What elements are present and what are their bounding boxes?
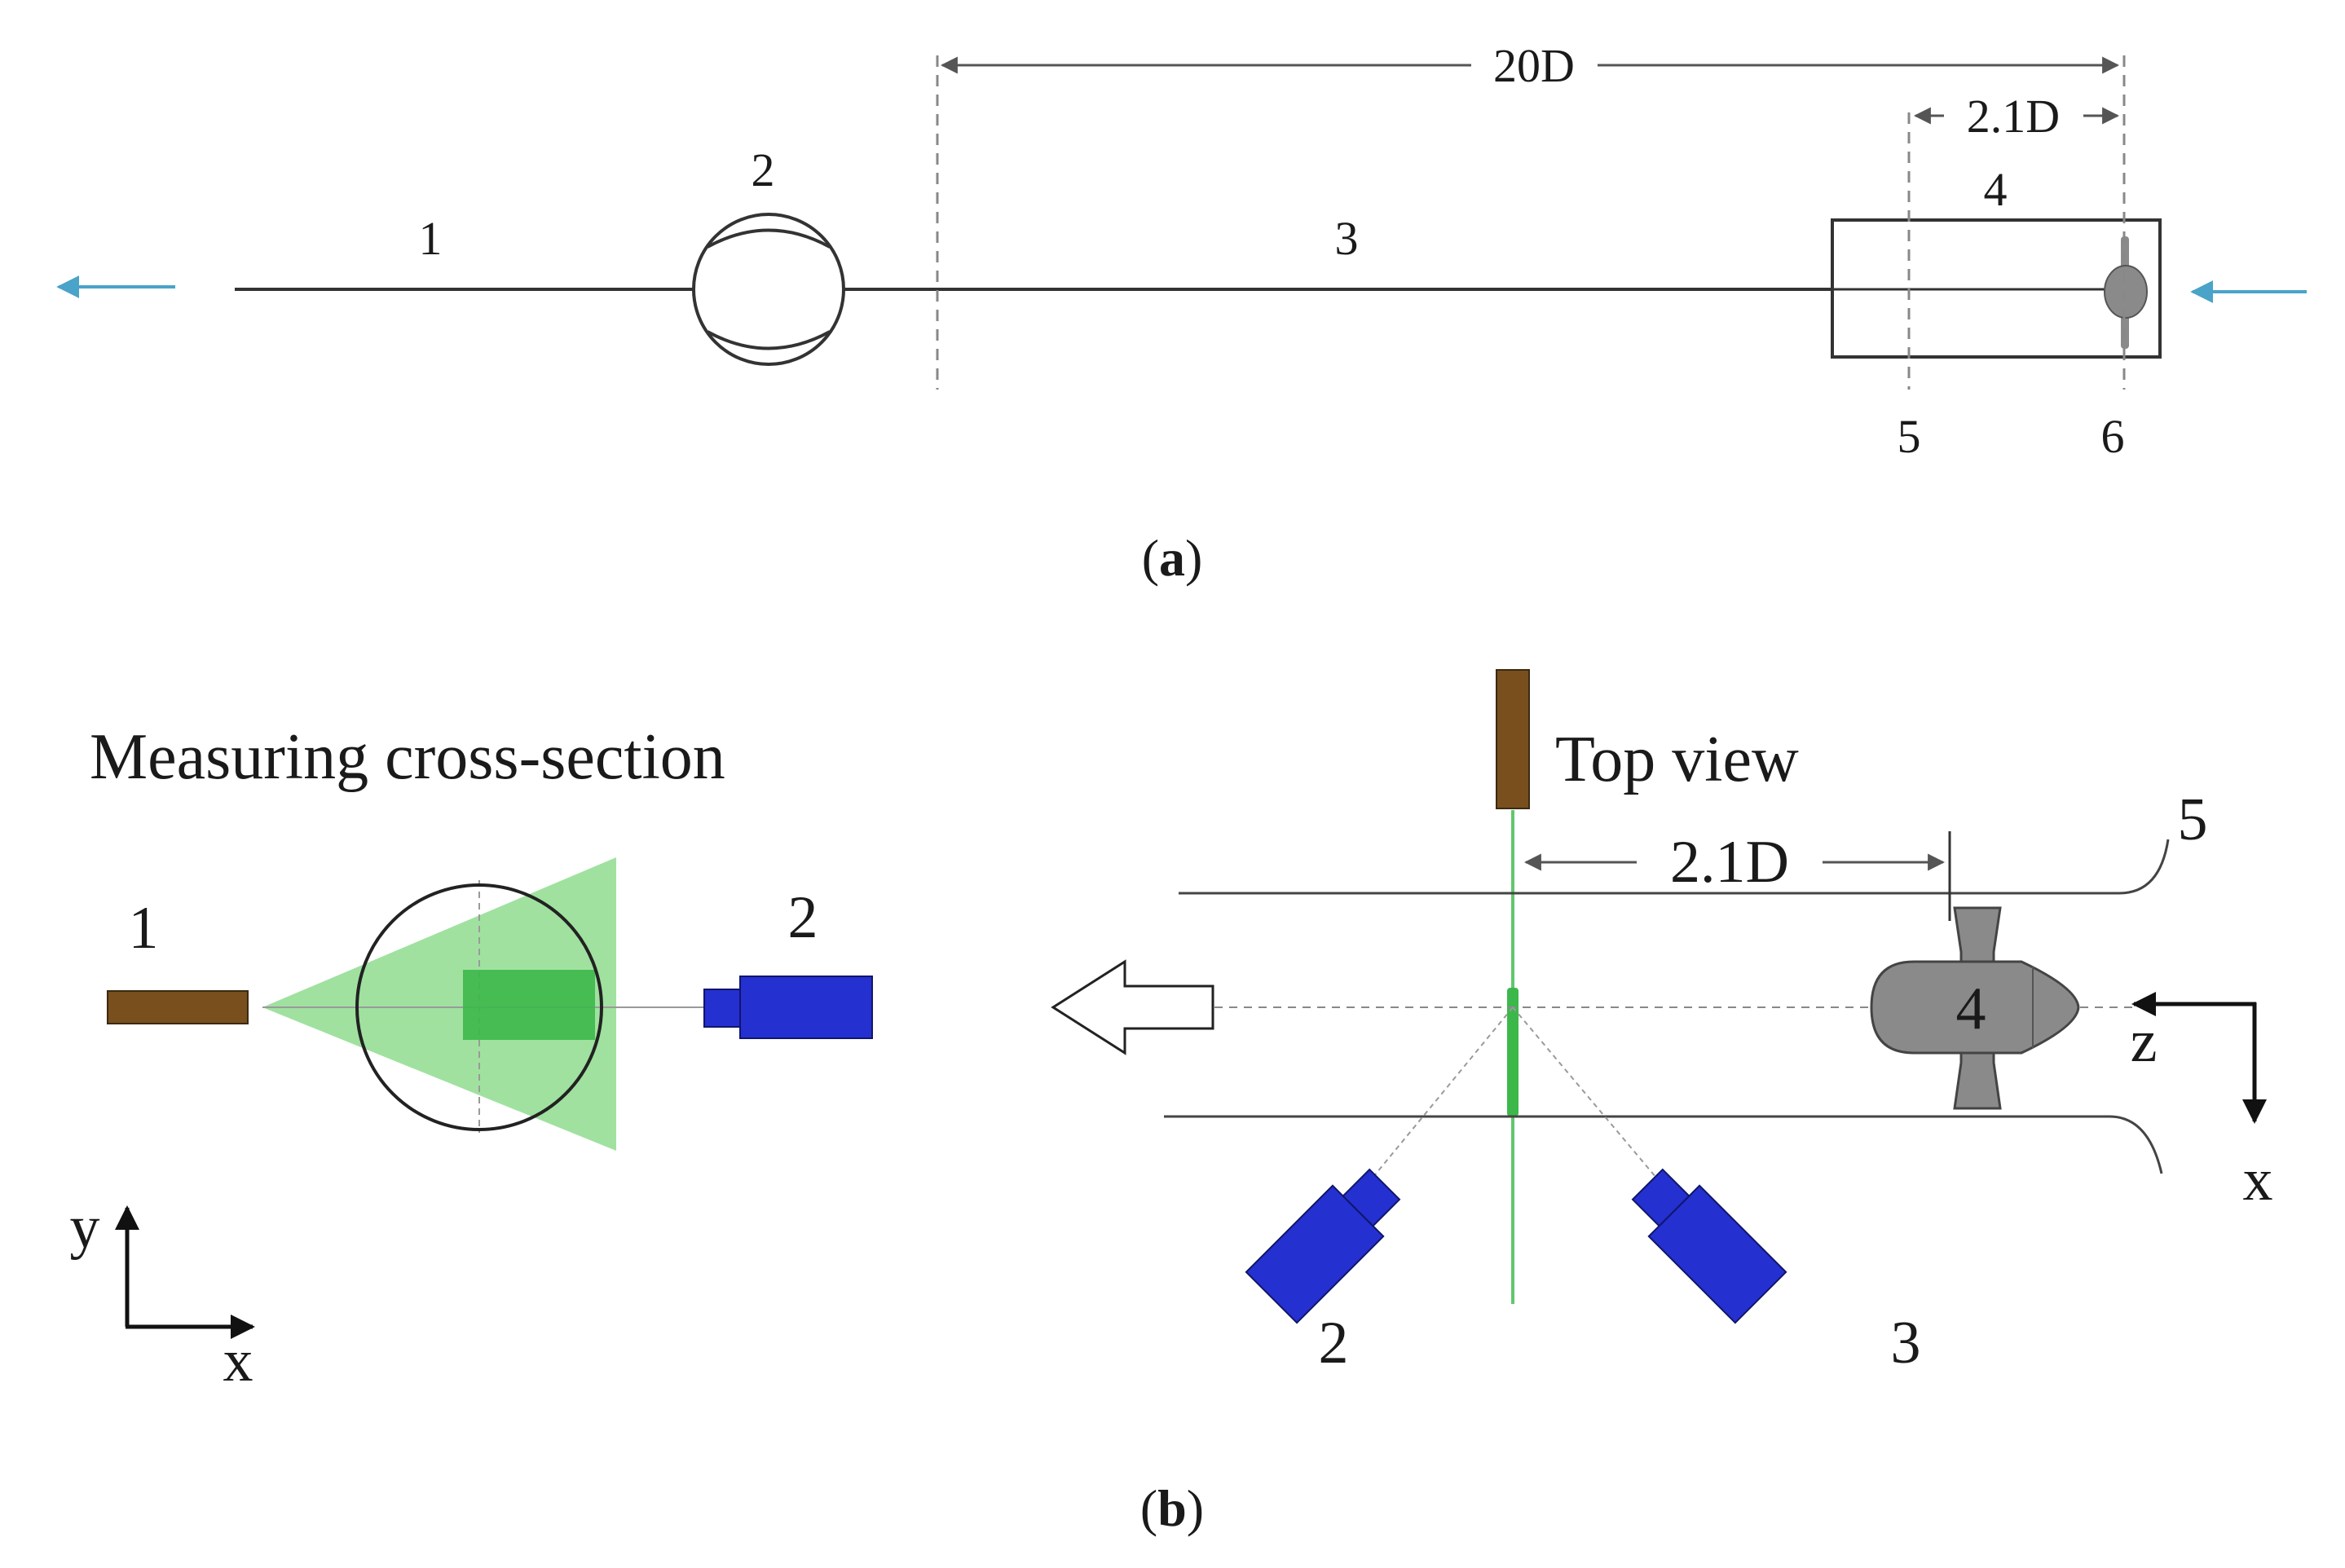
axis-z-label: z [2131,1008,2158,1075]
pipe-cross-section [355,883,603,1131]
laser-sheet-core [1507,988,1519,1117]
label-3: 3 [1335,212,1359,265]
dim-top-label: 2.1D [1670,829,1789,896]
camera-cross [703,976,873,1039]
panel-b-top-view: Top view 4 2.1D 5 [1051,669,2273,1537]
test-section-box [1831,218,2162,359]
dim-20d-label: 20D [1493,39,1575,92]
panel-b-cross-section: Measuring cross-section 1 2 y x [70,721,873,1394]
pipe-wall-bottom [1164,1115,2163,1174]
top-label-3: 3 [1891,1310,1921,1376]
dim-21d-label: 2.1D [1967,90,2060,143]
top-view-title: Top view [1555,724,1799,795]
top-label-4: 4 [1956,976,1986,1042]
label-4: 4 [1984,163,2008,216]
axis-y-label: y [70,1194,100,1261]
thruster-small [2104,236,2148,349]
laser-source-top [1496,669,1530,809]
axis-x-top-label: x [2243,1147,2273,1213]
top-label-5: 5 [2178,786,2208,853]
cross-section-title: Measuring cross-section [90,721,725,793]
cross-label-2: 2 [788,884,818,951]
label-1: 1 [419,212,443,265]
label-5: 5 [1898,410,1921,463]
laser-sheet-fan [262,857,616,1151]
camera-right [1631,1168,1787,1324]
axis-x-label: x [223,1328,253,1394]
pipe-wall-top [1179,839,2170,895]
measurement-region [463,970,595,1040]
top-label-2: 2 [1319,1310,1349,1376]
caption-a: (a) [1142,529,1203,587]
flowmeter-symbol [692,213,845,366]
laser-source [107,990,249,1024]
label-6: 6 [2101,410,2125,463]
panel-a: 20D 2.1D 1 2 3 4 5 6 (a) [56,39,2307,587]
thruster-top [1870,906,2080,1110]
cross-label-1: 1 [129,895,159,962]
camera-left [1245,1168,1401,1324]
caption-b: (b) [1140,1479,1204,1537]
flow-direction-arrow [1051,959,1214,1055]
label-2: 2 [752,143,775,196]
